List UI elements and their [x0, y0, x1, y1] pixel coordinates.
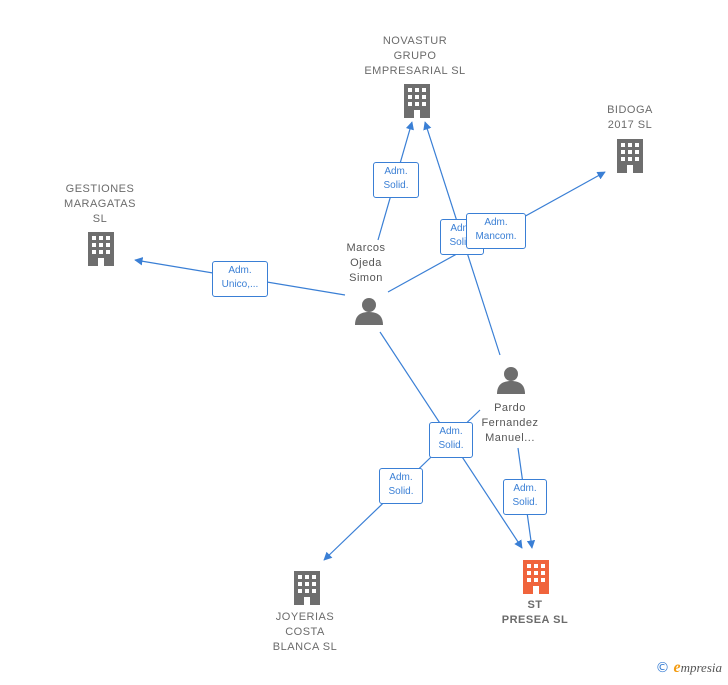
edge-label-marcos-bidoga[interactable]: Adm. Mancom. [466, 213, 526, 249]
brand-name: mpresia [680, 660, 722, 675]
edge-label-marcos-stpresea[interactable]: Adm. Solid. [429, 422, 473, 458]
node-pardo-label[interactable]: Pardo Fernandez Manuel... [481, 402, 539, 444]
person-icon [497, 367, 525, 394]
edge-label-marcos-gestiones[interactable]: Adm. Unico,... [212, 261, 268, 297]
empresia-watermark: ©empresia [655, 659, 722, 677]
brand-initial: e [673, 659, 681, 676]
edge-label-pardo-stpresea[interactable]: Adm. Solid. [503, 479, 547, 515]
edge-label-marcos-novastur[interactable]: Adm. Solid. [373, 162, 419, 198]
node-novastur-label[interactable]: NOVASTUR GRUPO EMPRESARIAL SL [364, 35, 466, 77]
node-stpresea-label[interactable]: ST PRESEA SL [501, 599, 569, 626]
copyright-icon: © [655, 660, 670, 676]
person-icon [355, 298, 383, 325]
building-icon [88, 232, 114, 266]
node-bidoga-label[interactable]: BIDOGA 2017 SL [607, 104, 653, 131]
edge-label-pardo-joyerias[interactable]: Adm. Solid. [379, 468, 423, 504]
building-icon [617, 139, 643, 173]
building-icon [294, 571, 320, 605]
node-joyerias-label[interactable]: JOYERIAS COSTA BLANCA SL [272, 611, 338, 653]
node-marcos-label[interactable]: Marcos Ojeda Simon [346, 242, 386, 284]
building-main-icon [523, 560, 549, 594]
node-gestiones-label[interactable]: GESTIONES MARAGATAS SL [64, 183, 136, 225]
building-icon [404, 84, 430, 118]
